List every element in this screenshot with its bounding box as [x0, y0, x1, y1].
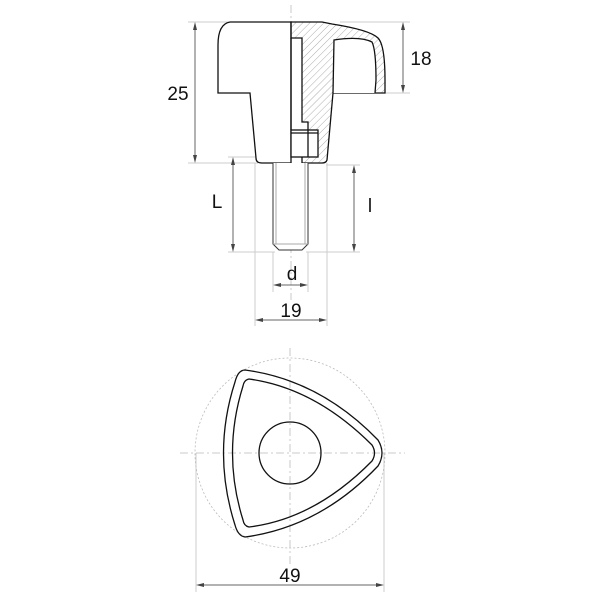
dimension-label-25: 25 [167, 84, 189, 105]
extension-lines [188, 21, 410, 592]
knob-top-view [222, 369, 383, 538]
dimension-label-l: l [367, 196, 373, 217]
dimension-label-49: 49 [279, 566, 301, 587]
dimension-label-L: L [211, 192, 223, 213]
threaded-stud [272, 163, 309, 251]
dimension-label-19: 19 [280, 301, 302, 322]
dimension-arrows [193, 22, 405, 587]
dimension-label-d: d [286, 264, 298, 285]
dimension-label-18: 18 [410, 49, 432, 70]
center-hole [258, 421, 322, 485]
knob-side-view [217, 21, 386, 164]
